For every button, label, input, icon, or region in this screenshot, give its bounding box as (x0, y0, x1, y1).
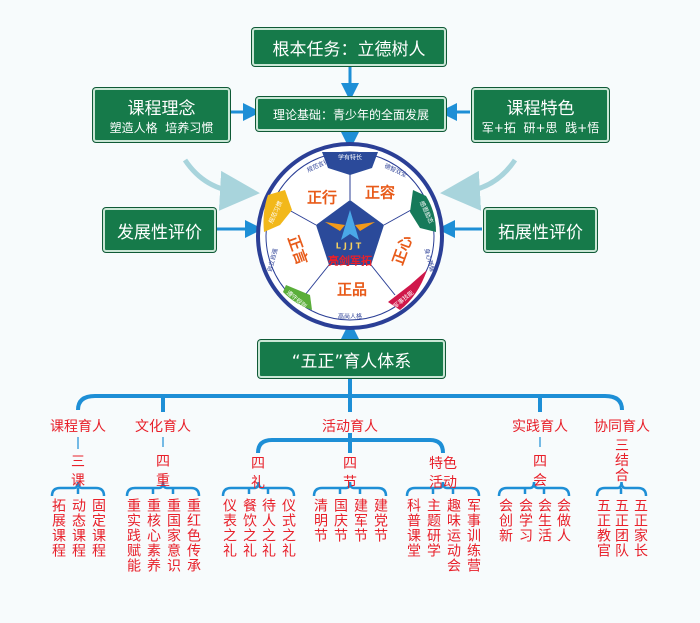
leaf-item: 趣味运动会 (445, 498, 461, 573)
panel-zhengxing: 正行 (306, 188, 338, 207)
leaf-item: 重国家意识 (165, 498, 181, 573)
extended-eval-text: 拓展性评价 (498, 222, 583, 243)
leaf-item: 餐饮之礼 (241, 498, 257, 558)
leaf-item: 待人之礼 (260, 498, 276, 558)
system-title: “五正”育人体系 (291, 351, 412, 372)
leaf-item: 重红色传承 (185, 498, 201, 573)
leaf-brace (595, 481, 648, 497)
panel-zhengrong: 正容 (364, 183, 396, 202)
system-title-box: “五正”育人体系 (258, 340, 445, 378)
leaf-item: 军事训练营 (465, 498, 481, 573)
theory-box: 理论基础：青少年的全面发展 (256, 97, 446, 131)
subcategory-label: 三结合 (615, 438, 629, 484)
leaf-item: 五正家长 (632, 498, 648, 558)
course-feature-box: 课程特色 军+拓 研+思 践+悟 (472, 88, 609, 142)
leaf-item: 会学习 (517, 498, 533, 543)
leaf-item: 清明节 (312, 498, 328, 543)
leaf-item: 建军节 (352, 498, 368, 543)
course-feature-title: 课程特色 (506, 99, 575, 119)
leaf-item: 会创新 (497, 498, 513, 543)
mission-text: 根本任务：立德树人 (272, 39, 426, 60)
leaf-item: 建党节 (372, 498, 388, 543)
leaf-brace (405, 481, 481, 497)
extended-eval-box: 拓展性评价 (484, 208, 597, 252)
category-label: 文化育人 (135, 419, 191, 435)
category-label: 实践育人 (512, 419, 568, 435)
leaf-item: 会做人 (555, 498, 571, 543)
leaf-item: 五正教官 (595, 498, 611, 558)
course-concept-box: 课程理念 塑造人格 培养习惯 (93, 88, 230, 142)
leaf-brace (221, 481, 296, 497)
subcategory-label: 四礼 (251, 456, 265, 491)
leaf-brace (50, 481, 106, 497)
ring-label: 学有特长 (337, 154, 363, 162)
leaf-item: 主题研学 (425, 498, 441, 558)
category-label: 活动育人 (322, 419, 378, 435)
developmental-eval-box: 发展性评价 (103, 208, 216, 252)
logo-name: 亮剑军拓 (328, 254, 372, 268)
leaf-item: 国庆节 (332, 498, 348, 543)
leaf-item: 仪式之礼 (280, 498, 296, 558)
leaf-brace (312, 481, 388, 497)
subcategory-label: 四节 (343, 456, 357, 491)
subcategory-label: 四会 (533, 454, 547, 489)
course-feature-subtitle: 军+拓 研+思 践+悟 (481, 121, 600, 135)
category-label: 课程育人 (50, 419, 106, 435)
leaf-item: 动态课程 (70, 498, 86, 558)
course-concept-title: 课程理念 (127, 99, 196, 119)
theory-text: 理论基础：青少年的全面发展 (272, 107, 429, 122)
subcategory-label: 三课 (71, 454, 85, 489)
leaf-item: 五正团队 (613, 498, 629, 558)
leaf-item: 重实践赋能 (125, 498, 141, 573)
leaf-brace (125, 481, 201, 497)
soccer-ball (256, 142, 444, 330)
leaf-item: 重核心素养 (145, 498, 161, 573)
panel-zhengpin: 正品 (336, 280, 368, 299)
leaf-brace (497, 481, 571, 497)
logo-letters: LJJT (335, 241, 365, 251)
course-concept-subtitle: 塑造人格 培养习惯 (109, 121, 214, 135)
leaf-item: 拓展课程 (50, 498, 66, 558)
leaf-item: 固定课程 (90, 498, 106, 558)
leaf-item: 科普课堂 (405, 498, 421, 558)
ring-label: 高尚人格 (337, 313, 363, 321)
leaf-item: 仪表之礼 (221, 498, 237, 558)
leaf-item: 会生活 (536, 498, 552, 543)
developmental-eval-text: 发展性评价 (117, 222, 202, 243)
category-label: 协同育人 (594, 419, 650, 435)
subcategory-label: 四重 (156, 454, 170, 489)
subcategory-label: 特色活动 (429, 456, 457, 491)
mission-box: 根本任务：立德树人 (252, 28, 446, 66)
